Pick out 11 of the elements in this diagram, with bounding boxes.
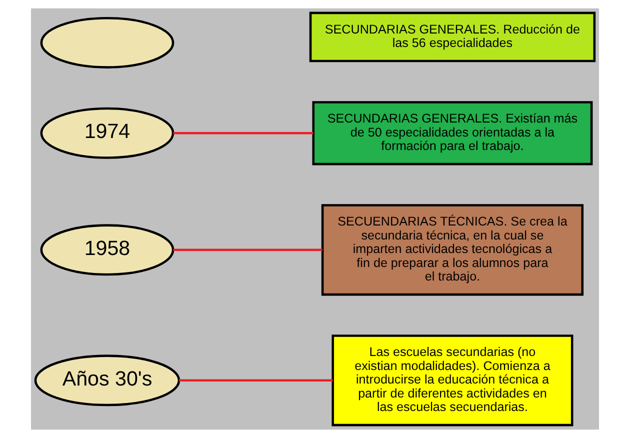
node-box: SECUENDARIAS TÉCNICAS. Se crea la secundaria técnica, en la cual se imparten actividades tecnológicas a fin de preparar a los alumnos para el trabajo. bbox=[320, 204, 584, 296]
node-ellipse: Años 30's bbox=[34, 354, 180, 406]
node-ellipse bbox=[40, 16, 174, 68]
node-box: SECUNDARIAS GENERALES. Reducción de las 56 especialidades bbox=[308, 12, 596, 62]
connector bbox=[172, 132, 313, 134]
connector bbox=[178, 379, 332, 382]
connector bbox=[172, 248, 322, 252]
node-ellipse: 1958 bbox=[40, 224, 174, 276]
node-ellipse: 1974 bbox=[40, 107, 174, 159]
node-box: SECUNDARIAS GENERALES. Existían más de 50 especialidades orientadas a la formación para el trabajo. bbox=[312, 101, 592, 166]
node-box: Las escuelas secundarias (no existian modalidades). Comienza a introducirse la educación técnica a partir de diferentes actividades en las escuelas secuendarias. bbox=[331, 334, 573, 426]
